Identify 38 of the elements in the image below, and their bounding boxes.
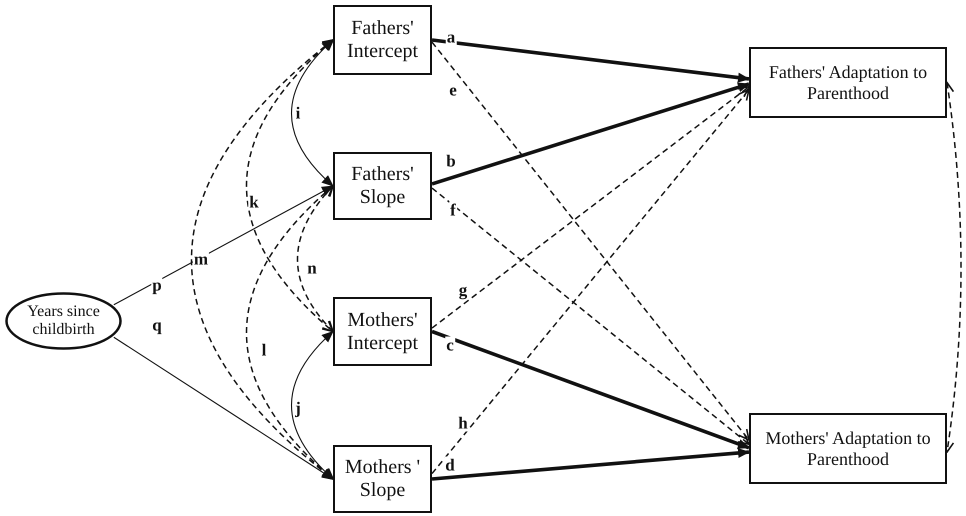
arrow <box>432 187 750 446</box>
arrow <box>431 82 750 186</box>
variable-box <box>749 47 947 118</box>
arrow <box>431 42 750 441</box>
edge-label: m <box>192 250 210 268</box>
variable-box <box>333 297 432 366</box>
variable-label: Years since childbirth <box>26 302 101 340</box>
variable-label: Mothers ' Slope <box>344 456 422 502</box>
edge-label: i <box>294 104 302 122</box>
variable-label: Fathers' Slope <box>350 163 415 209</box>
edge-label: d <box>444 456 456 474</box>
arrow <box>431 88 750 474</box>
variable-box <box>333 445 432 513</box>
arrow <box>431 330 750 450</box>
variable-label: Mothers' Adaptation to Parenthood <box>764 428 932 470</box>
edge-label: f <box>449 202 457 218</box>
arrow <box>432 86 750 329</box>
edge-label: l <box>260 342 268 358</box>
variable-box <box>333 5 432 75</box>
edge-label: b <box>445 152 457 170</box>
variable-label: Fathers' Intercept <box>346 17 420 63</box>
variable-box <box>333 152 432 220</box>
arrow <box>432 448 750 481</box>
curved-arrow <box>246 185 334 480</box>
variable-label: Mothers' Intercept <box>346 308 420 354</box>
curved-arrow <box>246 39 334 332</box>
edge-label: j <box>294 400 302 416</box>
variable-box <box>749 413 947 484</box>
variable-label: Fathers' Adaptation to Parenthood <box>768 62 928 104</box>
edge-label: c <box>445 336 455 354</box>
arrow <box>432 38 750 83</box>
edge-label: h <box>457 414 469 432</box>
variable-ellipse <box>5 292 122 350</box>
curved-arrow <box>291 39 334 187</box>
curved-arrow <box>191 39 334 480</box>
edge-label: p <box>151 276 163 294</box>
arrow <box>114 186 334 306</box>
edge-label: k <box>248 194 260 210</box>
